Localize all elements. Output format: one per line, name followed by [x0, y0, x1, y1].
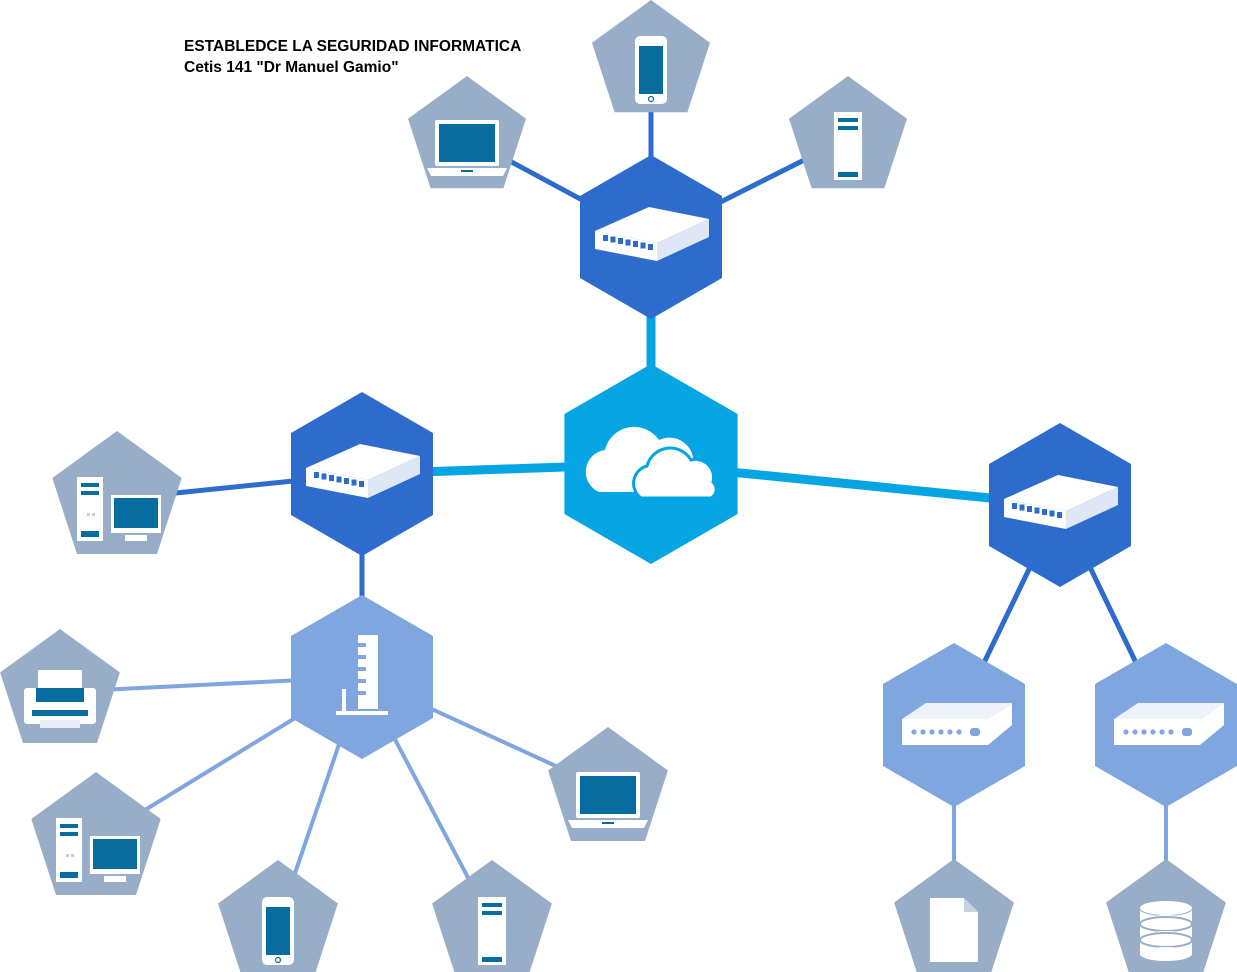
node-modem-2: [1095, 643, 1237, 807]
smartphone-icon: [262, 897, 294, 965]
server-icon: [478, 897, 506, 965]
node-top-laptop: [408, 76, 526, 189]
node-printer: [0, 629, 120, 743]
node-bottom-desktop: [31, 772, 161, 895]
node-bottom-server: [432, 860, 552, 972]
laptop-icon: [568, 772, 648, 828]
cloud-icon: [585, 426, 718, 500]
node-bottom-phone: [218, 860, 338, 972]
node-cloud: [564, 364, 738, 564]
document-icon: [930, 898, 978, 962]
network-switch-icon: [1004, 475, 1118, 529]
node-left-desktop: [52, 431, 182, 554]
desktop-computer-icon: [77, 477, 161, 541]
server-icon: [834, 112, 862, 180]
diagram-subtitle: Cetis 141 "Dr Manuel Gamio": [184, 59, 399, 76]
pentagon-left-desktop: [52, 431, 182, 554]
node-database: [1106, 859, 1226, 972]
node-bottom-laptop: [548, 727, 668, 841]
access-point-icon: [336, 635, 388, 715]
node-switch-top: [580, 155, 722, 319]
node-access-point: [291, 595, 433, 759]
node-top-server: [789, 76, 907, 189]
node-document: [894, 859, 1014, 972]
diagram-title-block: ESTABLEDCE LA SEGURIDAD INFORMATICA Ceti…: [184, 36, 521, 78]
network-switch-icon: [306, 444, 420, 498]
desktop-computer-icon: [56, 818, 140, 882]
modem-icon: [902, 703, 1012, 745]
node-switch-left: [291, 392, 433, 556]
database-icon: [1139, 900, 1193, 961]
node-modem-1: [883, 643, 1025, 807]
network-switch-icon: [595, 207, 709, 261]
smartphone-icon: [635, 36, 667, 104]
modem-icon: [1114, 703, 1224, 745]
node-top-phone: [592, 0, 710, 113]
printer-icon: [24, 670, 96, 728]
laptop-icon: [427, 120, 507, 176]
pentagon-bottom-desktop: [31, 772, 161, 895]
node-switch-right: [989, 423, 1131, 587]
diagram-title: ESTABLEDCE LA SEGURIDAD INFORMATICA: [184, 38, 522, 55]
